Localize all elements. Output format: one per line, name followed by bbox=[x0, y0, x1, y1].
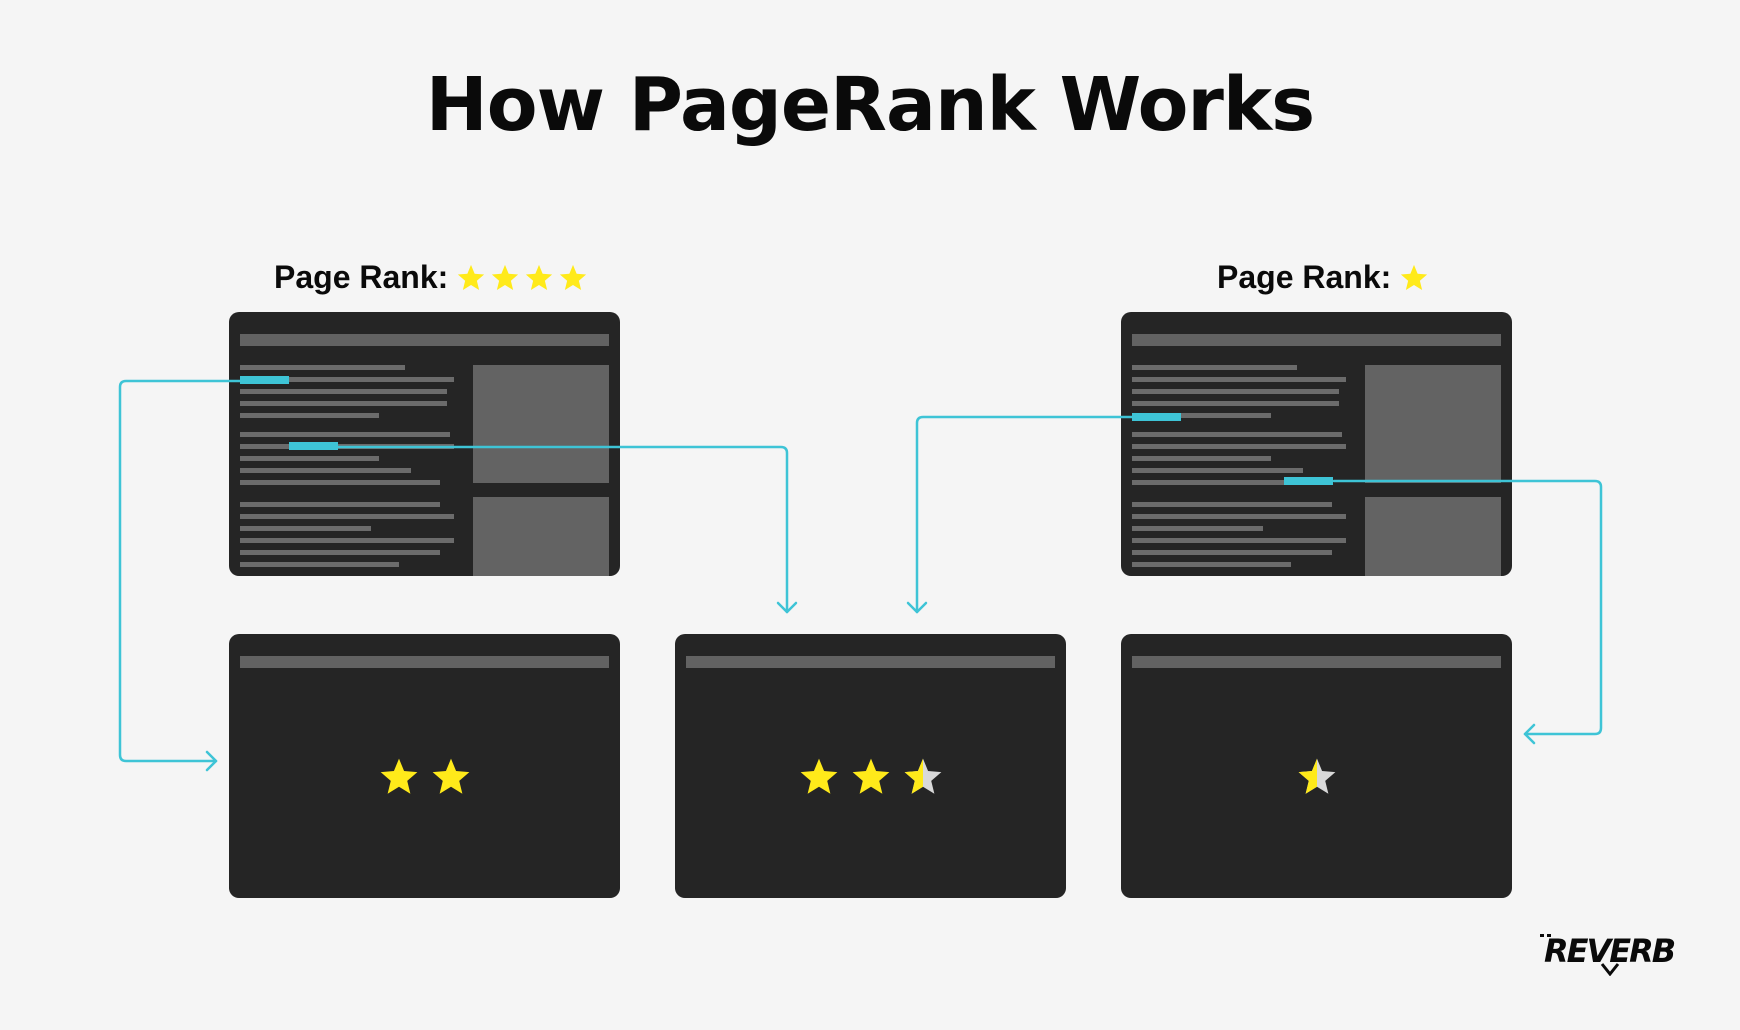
link-arrow bbox=[335, 445, 789, 614]
rank-label-text: Page Rank: bbox=[274, 259, 449, 295]
half-star-icon bbox=[904, 758, 941, 794]
outbound-link bbox=[1132, 413, 1181, 421]
text-line bbox=[1132, 401, 1339, 406]
link-arrow bbox=[1332, 479, 1603, 736]
text-line bbox=[240, 377, 454, 382]
star-icon bbox=[380, 758, 417, 794]
image-placeholder bbox=[473, 365, 609, 483]
image-placeholder bbox=[1365, 497, 1501, 576]
text-line bbox=[240, 456, 379, 461]
arrowhead bbox=[906, 601, 928, 614]
text-line bbox=[240, 401, 447, 406]
text-line bbox=[1132, 480, 1332, 485]
text-line bbox=[1132, 538, 1346, 543]
text-line bbox=[1132, 389, 1339, 394]
reverb-logo-icon: REVERB bbox=[1540, 932, 1677, 977]
star-icon bbox=[560, 264, 587, 290]
arrowhead bbox=[776, 601, 798, 614]
link-arrow bbox=[915, 415, 1134, 614]
text-line bbox=[240, 526, 371, 531]
arrowhead bbox=[205, 750, 218, 772]
star-icon bbox=[852, 758, 889, 794]
text-line bbox=[240, 365, 405, 370]
image-placeholder bbox=[1365, 365, 1501, 483]
page-rank-stars bbox=[1121, 756, 1512, 798]
text-line bbox=[240, 432, 450, 437]
text-line bbox=[1132, 456, 1271, 461]
rank-stars-left bbox=[456, 263, 588, 293]
logo-text: REVERB bbox=[1544, 932, 1675, 970]
text-line bbox=[240, 562, 399, 567]
star-icon bbox=[492, 264, 519, 290]
text-line bbox=[240, 514, 454, 519]
rank-label-right: Page Rank: bbox=[1217, 259, 1429, 296]
text-line bbox=[1132, 514, 1346, 519]
text-line bbox=[1132, 502, 1332, 507]
arrowhead bbox=[1523, 723, 1536, 745]
text-line bbox=[1132, 468, 1303, 473]
text-line bbox=[240, 389, 447, 394]
text-line bbox=[1132, 562, 1291, 567]
text-line bbox=[1132, 526, 1263, 531]
source-page-low-rank bbox=[1121, 312, 1512, 576]
text-line bbox=[1132, 365, 1297, 370]
text-line bbox=[240, 480, 440, 485]
text-line bbox=[240, 550, 440, 555]
outbound-link bbox=[1284, 477, 1333, 485]
text-line bbox=[240, 468, 411, 473]
page-header-bar bbox=[240, 656, 609, 668]
text-line bbox=[1132, 432, 1342, 437]
page-header-bar bbox=[1132, 656, 1501, 668]
page-header-bar bbox=[240, 334, 609, 346]
outbound-link bbox=[240, 376, 289, 384]
target-page-left bbox=[229, 634, 620, 898]
source-page-high-rank bbox=[229, 312, 620, 576]
reverb-logo: REVERB bbox=[1540, 928, 1685, 981]
target-page-middle bbox=[675, 634, 1066, 898]
star-icon bbox=[432, 758, 469, 794]
rank-stars-right bbox=[1399, 263, 1429, 293]
star-icon bbox=[800, 758, 837, 794]
page-rank-stars bbox=[675, 756, 1066, 798]
page-title: How PageRank Works bbox=[425, 62, 1315, 148]
text-line bbox=[240, 502, 440, 507]
text-line bbox=[240, 413, 379, 418]
text-line bbox=[1132, 550, 1332, 555]
star-icon bbox=[458, 264, 485, 290]
outbound-link bbox=[289, 442, 338, 450]
image-placeholder bbox=[473, 497, 609, 576]
link-arrow bbox=[118, 379, 242, 763]
half-star-icon bbox=[1298, 758, 1335, 794]
star-icon bbox=[526, 264, 553, 290]
target-page-right bbox=[1121, 634, 1512, 898]
text-line bbox=[1132, 377, 1346, 382]
page-header-bar bbox=[1132, 334, 1501, 346]
text-line bbox=[1132, 413, 1271, 418]
text-line bbox=[1132, 444, 1346, 449]
star-icon bbox=[1401, 264, 1428, 290]
page-rank-stars bbox=[229, 756, 620, 798]
rank-label-text: Page Rank: bbox=[1217, 259, 1392, 295]
rank-label-left: Page Rank: bbox=[274, 259, 588, 296]
text-line bbox=[240, 538, 454, 543]
page-header-bar bbox=[686, 656, 1055, 668]
